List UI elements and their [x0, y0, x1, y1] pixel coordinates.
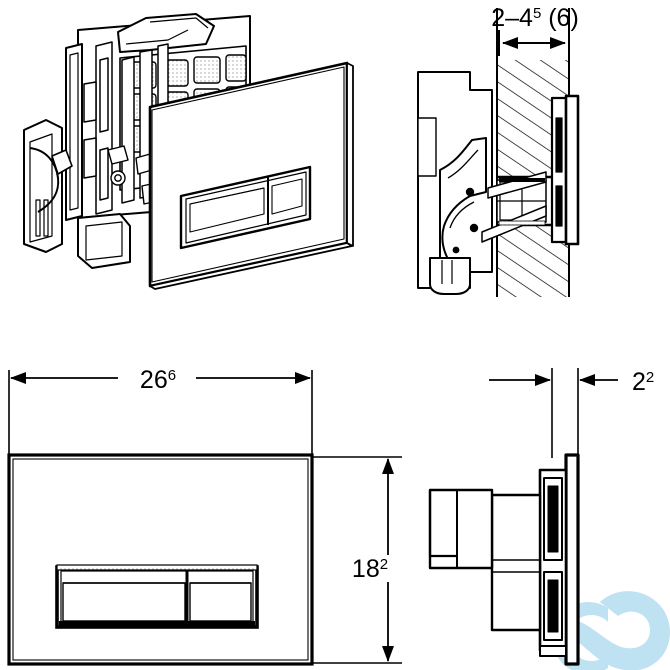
dimension-plate-depth: 22 [489, 368, 654, 458]
dimension-plate-width: 266 [8, 366, 313, 455]
view-side-elevation [428, 453, 580, 666]
dimension-plate-width-label: 266 [140, 366, 176, 394]
button-group [55, 564, 259, 629]
dimension-plate-height-label: 182 [352, 555, 388, 583]
dimension-plate-height: 182 [312, 456, 402, 664]
dimension-wall-thickness: 2–45 (6) [491, 4, 579, 56]
view-section-detail [417, 8, 580, 297]
dimension-plate-depth-label: 22 [632, 368, 654, 396]
dimension-wall-thickness-label: 2–45 (6) [491, 4, 579, 32]
view-front-elevation [7, 453, 314, 666]
view-exploded-assembly [23, 13, 354, 290]
